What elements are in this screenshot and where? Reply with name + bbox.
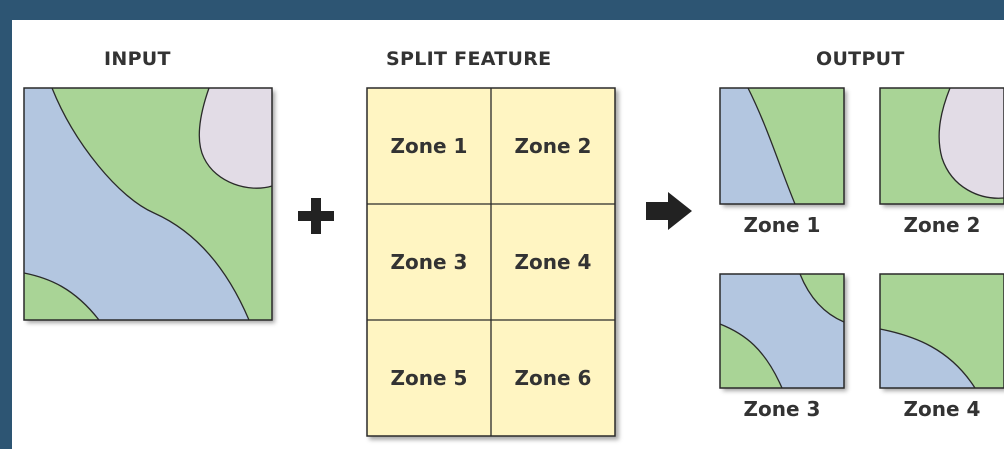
input-lake-area	[199, 88, 272, 189]
output-zone-3-label: Zone 3	[743, 397, 821, 421]
output-zone-3-map	[719, 273, 845, 389]
output-header: OUTPUT	[816, 48, 905, 70]
output-zone-2-map	[879, 87, 1004, 205]
split-zone-1: Zone 1	[390, 134, 468, 158]
arrow-right-icon	[646, 192, 692, 230]
split-zone-6: Zone 6	[514, 366, 592, 390]
input-header: INPUT	[104, 48, 171, 70]
split-zone-4: Zone 4	[514, 250, 592, 274]
split-zone-3: Zone 3	[390, 250, 468, 274]
input-map	[23, 87, 273, 321]
output-zone-1-label: Zone 1	[743, 213, 821, 237]
output-zone-4-map	[879, 273, 1004, 389]
split-zone-2: Zone 2	[514, 134, 592, 158]
plus-icon	[298, 198, 334, 234]
diagram-canvas: INPUT SPLIT FEATURE OUTPUT Zone 1 Zone 2…	[12, 20, 1004, 449]
output-zone-2-label: Zone 2	[903, 213, 981, 237]
input-water-area	[24, 88, 249, 320]
split-feature-header: SPLIT FEATURE	[386, 48, 552, 70]
output-zone-1-map	[719, 87, 845, 205]
split-zone-5: Zone 5	[390, 366, 468, 390]
output-zone-4-label: Zone 4	[903, 397, 981, 421]
split-feature-grid	[366, 87, 616, 437]
